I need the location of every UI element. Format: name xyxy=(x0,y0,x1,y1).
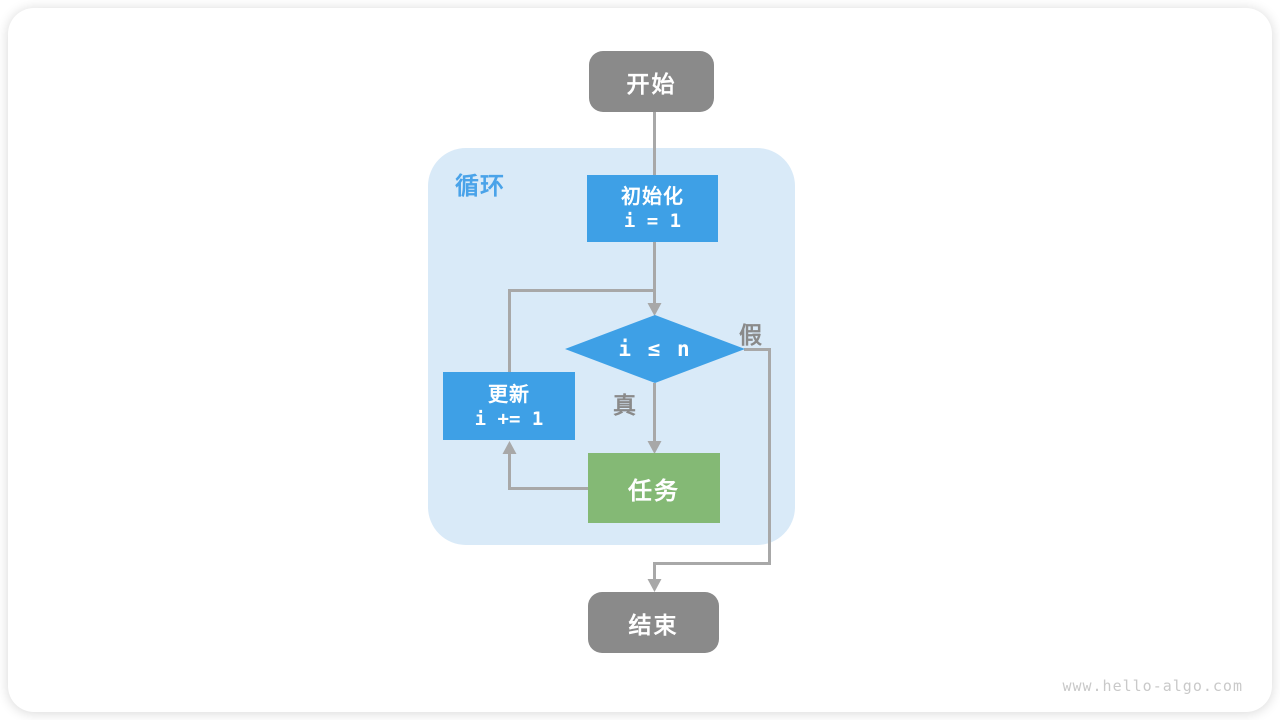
start-node-label: 开始 xyxy=(626,71,677,98)
update-node: 更新 i += 1 xyxy=(443,372,575,440)
init-node: 初始化 i = 1 xyxy=(587,175,718,242)
arrowhead-into-end xyxy=(647,579,662,592)
edge-label-false: 假 xyxy=(739,323,762,349)
task-node: 任务 xyxy=(588,453,720,523)
arrowhead-into-task xyxy=(647,441,662,454)
edge-label-true: 真 xyxy=(613,393,636,419)
init-node-code: i = 1 xyxy=(623,210,682,233)
loop-region-label: 循环 xyxy=(455,172,505,200)
task-node-label: 任务 xyxy=(628,476,680,505)
end-node: 结束 xyxy=(588,592,719,653)
arrowhead-into-update xyxy=(502,441,517,454)
condition-node-label: i ≤ n xyxy=(618,337,692,361)
update-node-code: i += 1 xyxy=(474,407,544,430)
watermark-text: www.hello-algo.com xyxy=(1062,677,1243,695)
connector-task-to-update xyxy=(508,453,588,490)
connector-condition-to-end xyxy=(653,348,771,579)
start-node: 开始 xyxy=(589,51,714,112)
condition-diamond-shape xyxy=(565,315,745,383)
arrowhead-into-condition xyxy=(647,303,662,316)
connector-update-to-condition xyxy=(508,289,655,373)
init-node-title: 初始化 xyxy=(621,184,684,209)
end-node-label: 结束 xyxy=(628,612,679,639)
update-node-title: 更新 xyxy=(488,381,530,406)
